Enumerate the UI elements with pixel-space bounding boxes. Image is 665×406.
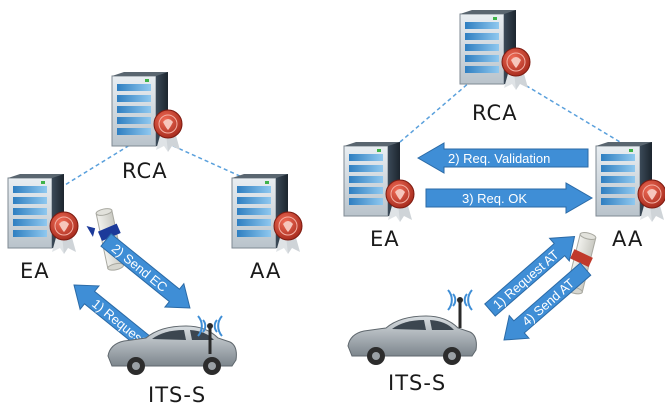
ea-label: EA <box>370 227 400 251</box>
rca-label: RCA <box>472 101 518 125</box>
aa-label: AA <box>612 227 643 251</box>
ea-server <box>343 141 415 223</box>
rca-label: RCA <box>122 159 168 183</box>
its-s-label: ITS-S <box>388 371 446 395</box>
link-ea-rca <box>399 81 471 143</box>
link-rca-aa <box>519 81 621 143</box>
right-diagram: RCA EA AA 2) Req. Validation 3) Req. OK <box>343 9 665 395</box>
arrow-label-req-validation: 2) Req. Validation <box>448 151 550 166</box>
ea-server <box>7 173 79 255</box>
arrow-req-ok: 3) Req. OK <box>425 182 594 214</box>
link-ea-rca <box>59 139 139 189</box>
its-s-vehicle <box>107 325 237 375</box>
left-diagram: RCA EA AA 1) Request EC 2) Send EC <box>7 71 303 406</box>
its-s-label: ITS-S <box>148 383 206 406</box>
aa-server <box>231 173 303 255</box>
ea-label: EA <box>20 259 50 283</box>
arrow-req-validation: 2) Req. Validation <box>416 142 589 174</box>
arrow-label-req-ok: 3) Req. OK <box>462 191 527 206</box>
its-s-vehicle <box>347 315 477 365</box>
aa-label: AA <box>250 259 281 283</box>
rca-server <box>459 9 531 91</box>
aa-server <box>595 141 665 223</box>
rca-server <box>111 71 183 153</box>
